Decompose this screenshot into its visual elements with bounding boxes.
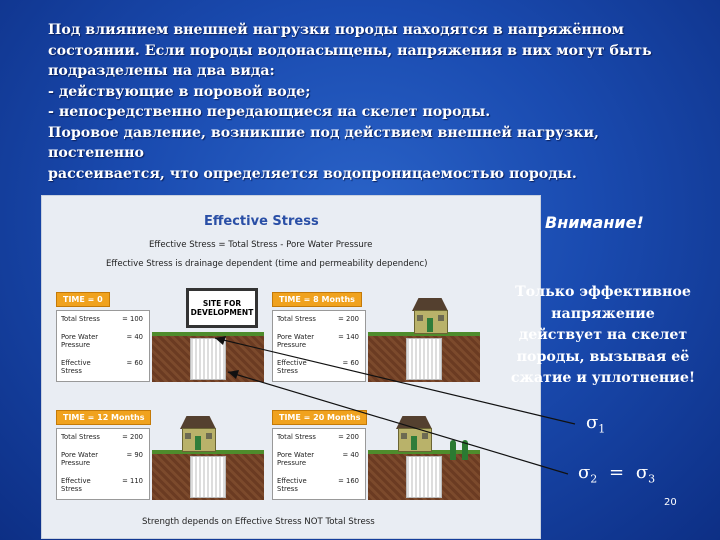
intro-line: - действующие в поровой воде;: [48, 82, 688, 103]
total-stress-label: Total Stress: [61, 315, 111, 323]
effective-stress-value: = 160: [338, 477, 359, 485]
house-icon: [412, 298, 448, 332]
stress-values-box: Total Stress = 200 Pore Water Pressure = 9…: [56, 428, 150, 500]
attention-note: Только эффективное напряжение действует …: [505, 282, 701, 390]
effective-stress-label: Effective Stress: [277, 477, 327, 493]
pore-pressure-label: Pore Water Pressure: [61, 451, 111, 467]
total-stress-label: Total Stress: [61, 433, 111, 441]
pore-pressure-label: Pore Water Pressure: [277, 333, 327, 349]
stress-panel-time-12: TIME = 12 Months Total Stress = 200 Pore …: [56, 410, 266, 510]
sigma-symbol: σ: [578, 462, 590, 483]
pore-pressure-value: = 90: [126, 451, 143, 459]
sigma-symbol: σ: [586, 412, 598, 433]
effective-stress-label: Effective Stress: [61, 477, 111, 493]
effective-stress-value: = 60: [126, 359, 143, 367]
stress-values-box: Total Stress = 200 Pore Water Pressure = 4…: [272, 428, 366, 500]
figure-bottom-note: Strength depends on Effective Stress NOT…: [142, 517, 375, 527]
figure-subtitle: Effective Stress is drainage dependent (…: [106, 259, 427, 269]
page-number: 20: [664, 497, 677, 508]
sigma-subscript: 2: [590, 473, 597, 486]
stress-panel-time-8: TIME = 8 Months Total Stress = 200 Pore W…: [272, 292, 482, 392]
stress-values-box: Total Stress = 100 Pore Water Pressure = 4…: [56, 310, 150, 382]
site-sign: SITE FOR DEVELOPMENT: [186, 288, 258, 328]
tree-icon: [462, 440, 468, 460]
intro-line: - непосредственно передающиеся на скелет…: [48, 102, 688, 123]
stress-panel-time-0: TIME = 0 Total Stress = 100 Pore Water Pr…: [56, 292, 266, 392]
pore-pressure-value: = 40: [126, 333, 143, 341]
house-icon: [396, 416, 432, 450]
total-stress-value: = 200: [122, 433, 143, 441]
soil-sample: [406, 456, 442, 498]
intro-line: рассеивается, что определяется водопрони…: [48, 164, 688, 185]
total-stress-value: = 200: [338, 433, 359, 441]
note-line: Только эффективное: [505, 282, 701, 304]
effective-stress-label: Effective Stress: [61, 359, 111, 375]
intro-line: подразделены на два вида:: [48, 61, 688, 82]
effective-stress-figure: Effective Stress Effective Stress = Tota…: [41, 195, 541, 539]
note-line: породы, вызывая её: [505, 347, 701, 369]
total-stress-label: Total Stress: [277, 315, 327, 323]
intro-line: Под влиянием внешней нагрузки породы нах…: [48, 20, 688, 41]
panel-time-label: TIME = 8 Months: [272, 292, 362, 307]
pore-pressure-value: = 140: [338, 333, 359, 341]
pore-pressure-label: Pore Water Pressure: [277, 451, 327, 467]
effective-stress-value: = 60: [342, 359, 359, 367]
house-icon: [180, 416, 216, 450]
figure-title: Effective Stress: [204, 214, 319, 229]
sigma-subscript: 3: [648, 473, 655, 486]
attention-heading: Внимание!: [545, 213, 644, 232]
sigma-symbol: σ: [636, 462, 648, 483]
soil-sample: [406, 338, 442, 380]
pore-pressure-value: = 40: [342, 451, 359, 459]
panel-time-label: TIME = 0: [56, 292, 110, 307]
note-line: сжатие и уплотнение!: [505, 368, 701, 390]
intro-line: состоянии. Если породы водонасыщены, нап…: [48, 41, 688, 62]
total-stress-label: Total Stress: [277, 433, 327, 441]
effective-stress-label: Effective Stress: [277, 359, 327, 375]
intro-text: Под влиянием внешней нагрузки породы нах…: [48, 20, 688, 184]
soil-sample: [190, 456, 226, 498]
panel-time-label: TIME = 12 Months: [56, 410, 151, 425]
sigma1-label: σ1: [586, 412, 605, 436]
stress-values-box: Total Stress = 200 Pore Water Pressure = 1…: [272, 310, 366, 382]
figure-equation: Effective Stress = Total Stress - Pore W…: [149, 240, 372, 250]
tree-icon: [450, 440, 456, 460]
panel-time-label: TIME = 20 Months: [272, 410, 367, 425]
sigma2-equals-sigma3-label: σ2 = σ3: [578, 462, 655, 486]
total-stress-value: = 100: [122, 315, 143, 323]
effective-stress-value: = 110: [122, 477, 143, 485]
soil-sample: [190, 338, 226, 380]
intro-line: Поровое давление, возникшие под действие…: [48, 123, 688, 164]
sigma-subscript: 1: [598, 423, 605, 436]
note-line: напряжение: [505, 304, 701, 326]
stress-panel-time-20: TIME = 20 Months Total Stress = 200 Pore …: [272, 410, 482, 510]
note-line: действует на скелет: [505, 325, 701, 347]
total-stress-value: = 200: [338, 315, 359, 323]
equals-sign: =: [609, 462, 624, 483]
pore-pressure-label: Pore Water Pressure: [61, 333, 111, 349]
